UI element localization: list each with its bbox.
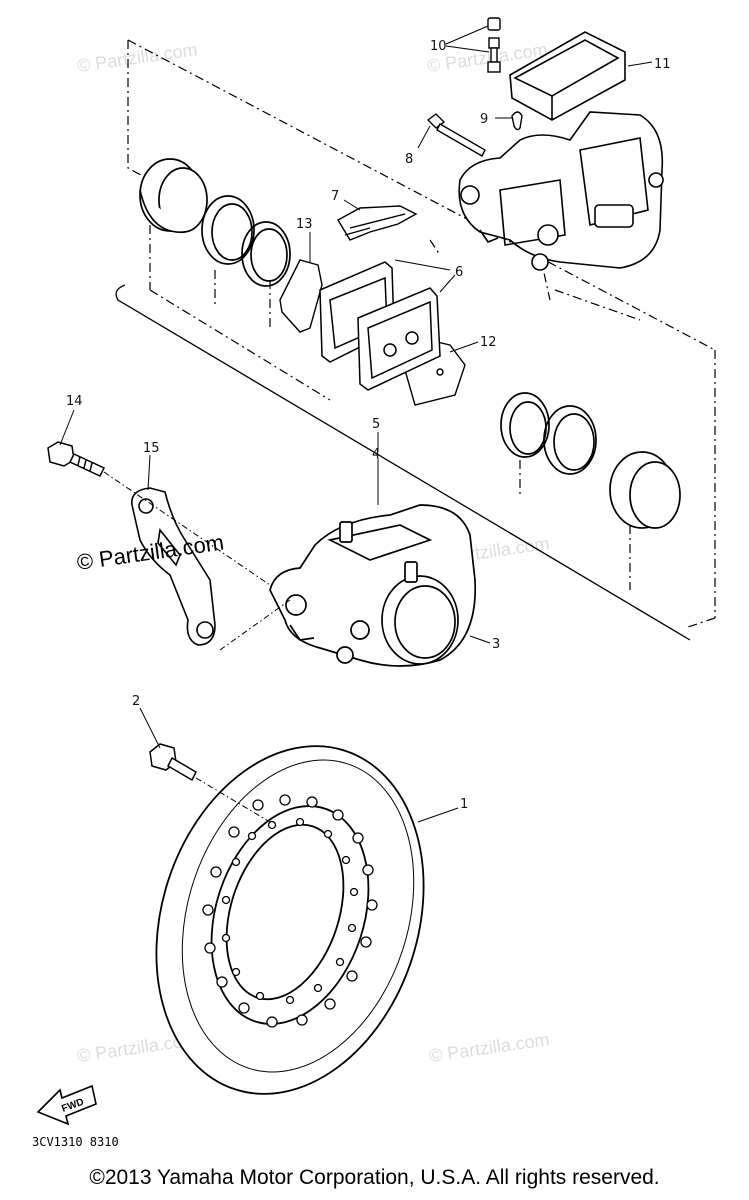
brake-disc-part-1 (155, 745, 425, 1095)
caliper-body-upper (458, 111, 664, 271)
dust-seal-lower (543, 405, 597, 475)
copyright-footer: ©2013 Yamaha Motor Corporation, U.S.A. A… (89, 1166, 660, 1189)
piston-seal-upper (201, 195, 255, 265)
callout-5: 5 (372, 417, 380, 432)
callout-14: 14 (66, 394, 83, 409)
shim-part-13 (279, 259, 323, 333)
callout-11: 11 (654, 57, 671, 72)
brake-caliper-exploded-diagram: © Partzilla.com © Partzilla.com © Partzi… (32, 17, 716, 1149)
brake-pads-part-6 (319, 261, 441, 391)
caliper-assembly-outline (127, 39, 716, 629)
leader-lines (59, 25, 653, 823)
watermark-bottom-right: © Partzilla.com (428, 1029, 551, 1066)
callout-1: 1 (460, 797, 468, 812)
callout-10: 10 (430, 39, 447, 54)
caliper-bracket-part-15 (131, 487, 216, 646)
piston-upper-left (139, 158, 208, 233)
pad-spring-part-7 (337, 205, 418, 241)
drawing-code: 3CV1310 8310 (32, 1135, 119, 1149)
clip-part-9 (511, 111, 523, 131)
forward-arrow-icon: FWD (36, 1084, 97, 1126)
assembly-dash-lines (103, 471, 291, 823)
callout-7: 7 (331, 189, 339, 204)
callout-8: 8 (405, 152, 413, 167)
disc-bolt-part-2 (149, 743, 197, 782)
callout-9: 9 (480, 112, 488, 127)
bleed-screw-part-10 (487, 17, 501, 73)
callout-6: 6 (455, 265, 463, 280)
callout-13: 13 (296, 217, 313, 232)
piston-lower-right (609, 451, 681, 529)
callout-12: 12 (480, 335, 497, 350)
dust-seal-upper (241, 221, 291, 287)
callout-4: 4 (372, 447, 380, 462)
watermark-top-left: © Partzilla.com (76, 39, 199, 76)
callout-3: 3 (492, 637, 500, 652)
bolt-part-14 (47, 441, 106, 477)
caliper-assembly-part-3 (269, 504, 477, 667)
pad-cover-part-11 (509, 31, 626, 121)
callout-15: 15 (143, 441, 160, 456)
callout-2: 2 (132, 694, 140, 709)
pad-pin-part-8 (426, 113, 486, 157)
piston-seal-lower (500, 392, 550, 458)
disc-vent-holes (202, 794, 378, 1028)
